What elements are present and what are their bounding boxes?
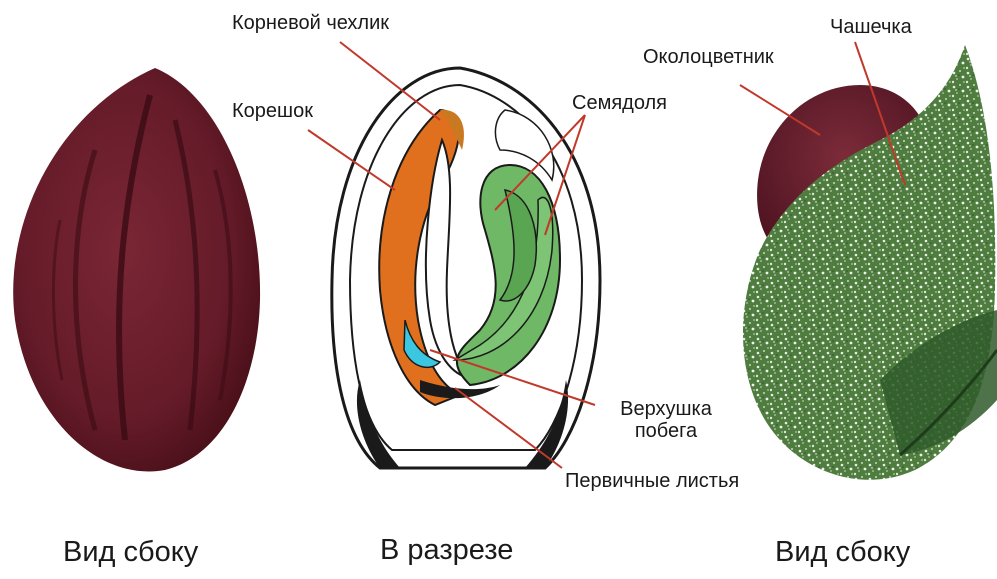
- label-shoot-apex-line1: Верхушка: [598, 398, 734, 420]
- seed-cross-section-illustration: [332, 68, 600, 468]
- seed-side-view-illustration: [13, 68, 260, 471]
- label-shoot-apex-line2: побега: [598, 420, 734, 442]
- label-perianth: Околоцветник: [643, 46, 774, 68]
- label-calyx: Чашечка: [830, 16, 912, 38]
- label-radicle: Корешок: [232, 100, 313, 122]
- caption-left: Вид сбоку: [63, 536, 198, 568]
- label-shoot-apex: Верхушка побега: [598, 398, 734, 442]
- label-root-cap: Корневой чехлик: [232, 12, 389, 34]
- caption-right: Вид сбоку: [775, 536, 910, 568]
- label-cotyledon: Семядоля: [572, 92, 667, 114]
- label-primary-leaves: Первичные листья: [565, 470, 739, 492]
- caption-middle: В разрезе: [380, 534, 513, 566]
